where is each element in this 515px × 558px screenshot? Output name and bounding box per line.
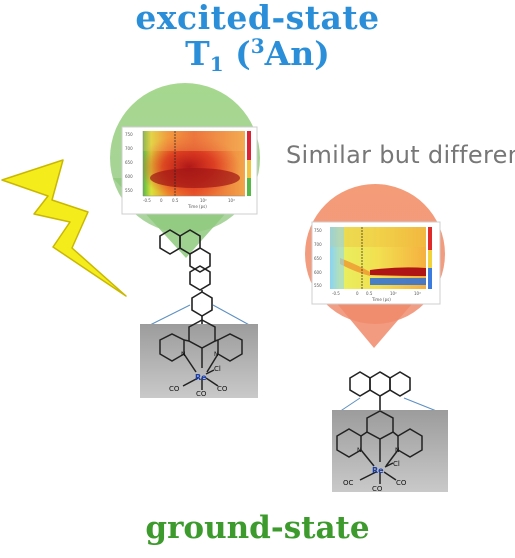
left-co-label-2: CO [196,390,207,398]
svg-text:10²: 10² [200,198,207,203]
right-n-label-1: N [357,447,362,454]
comparison-label: Similar but different [286,141,515,169]
left-complex: Re Cl CO CO CO N N [140,304,258,398]
left-metal-label: Re [195,373,207,382]
title-excited-state: excited-state [135,0,380,37]
left-n-label-2: N [214,351,219,358]
svg-text:-0.5: -0.5 [332,291,340,296]
left-anthracene [159,229,213,324]
svg-text:-0.5: -0.5 [143,198,151,203]
svg-text:600: 600 [314,270,322,275]
left-heatmap: 750 700 650 600 550 -0.5 0 0.5 10² 10⁴ Time (ps) [121,126,258,215]
left-cl-label: Cl [214,365,221,373]
right-co-label-1: CO [372,485,383,493]
svg-text:750: 750 [125,132,133,137]
right-complex: Re Cl OC CO CO N N [332,397,448,493]
svg-text:0: 0 [356,291,359,296]
right-oc-label: OC [343,479,354,487]
svg-text:550: 550 [125,188,133,193]
svg-text:Time (ps): Time (ps) [187,204,207,209]
ground-state-label: ground-state [145,510,370,546]
svg-text:10⁴: 10⁴ [414,291,421,296]
right-co-label-2: CO [396,479,407,487]
left-n-label-1: N [181,351,186,358]
svg-text:0.5: 0.5 [366,291,373,296]
title-t-subscript: 1 [209,52,224,76]
svg-text:Time (ps): Time (ps) [371,297,391,302]
title-t1-state: T1 (3An) [0,34,515,76]
svg-text:0.5: 0.5 [172,198,179,203]
right-metal-label: Re [372,466,384,475]
svg-text:600: 600 [125,174,133,179]
svg-text:650: 650 [314,256,322,261]
title-t: T [185,34,210,73]
svg-text:550: 550 [314,283,322,288]
svg-text:750: 750 [314,228,322,233]
svg-text:700: 700 [125,146,133,151]
svg-text:10⁴: 10⁴ [228,198,235,203]
right-anthracene [349,371,411,412]
svg-text:700: 700 [314,242,322,247]
title-open: ( [223,34,251,73]
right-heatmap: 750 700 650 600 550 -0.5 0 0.5 10² 10⁴ Time (ps) [311,221,441,305]
right-cl-label: Cl [393,460,400,468]
svg-text:0: 0 [160,198,163,203]
lightning-bolt-icon [1,159,127,297]
svg-text:10²: 10² [390,291,397,296]
svg-text:650: 650 [125,160,133,165]
title-superscript: 3 [250,34,265,58]
right-n-label-2: N [395,447,400,454]
left-co-label-1: CO [169,385,180,393]
title-close: An) [264,34,330,73]
left-co-label-3: CO [217,385,228,393]
